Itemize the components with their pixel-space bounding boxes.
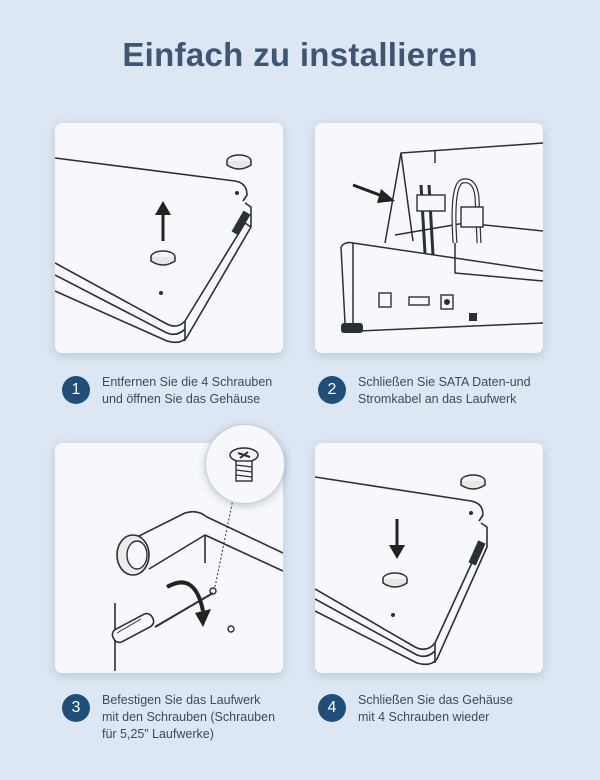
sata-cable-illustration <box>340 142 543 333</box>
illustration-step-4 <box>315 443 543 673</box>
step-description: Schließen Sie SATA Daten-und Stromkabel … <box>358 375 531 406</box>
step-4: 4 Schließen Sie das Gehäuse mit 4 Schrau… <box>318 692 513 726</box>
enclosure-open-screw-illustration <box>55 154 252 344</box>
screw-icon <box>226 154 252 170</box>
step-description: Entfernen Sie die 4 Schrauben und öffnen… <box>102 375 273 406</box>
phillips-screw-icon <box>229 447 259 482</box>
step-description: Befestigen Sie das Laufwerk mit den Schr… <box>102 693 276 741</box>
step-number-badge: 4 <box>318 694 346 722</box>
screw-icon <box>382 572 408 588</box>
step-1: 1 Entfernen Sie die 4 Schrauben und öffn… <box>62 374 272 408</box>
screw-icon <box>150 250 176 266</box>
step-number-badge: 1 <box>62 376 90 404</box>
illustration-step-2 <box>315 123 543 353</box>
screwdriver-illustration <box>111 498 283 671</box>
step-2: 2 Schließen Sie SATA Daten-und Stromkabe… <box>318 374 531 408</box>
enclosure-close-screw-illustration <box>315 474 488 666</box>
step-number-badge: 3 <box>62 694 90 722</box>
step-3: 3 Befestigen Sie das Laufwerk mit den Sc… <box>62 692 275 743</box>
page-title: Einfach zu installieren <box>122 36 478 73</box>
screw-icon <box>460 474 486 490</box>
step-number-badge: 2 <box>318 376 346 404</box>
step-description: Schließen Sie das Gehäuse mit 4 Schraube… <box>358 693 513 724</box>
illustration-step-1 <box>55 123 283 353</box>
screw-zoom-callout <box>205 424 285 504</box>
